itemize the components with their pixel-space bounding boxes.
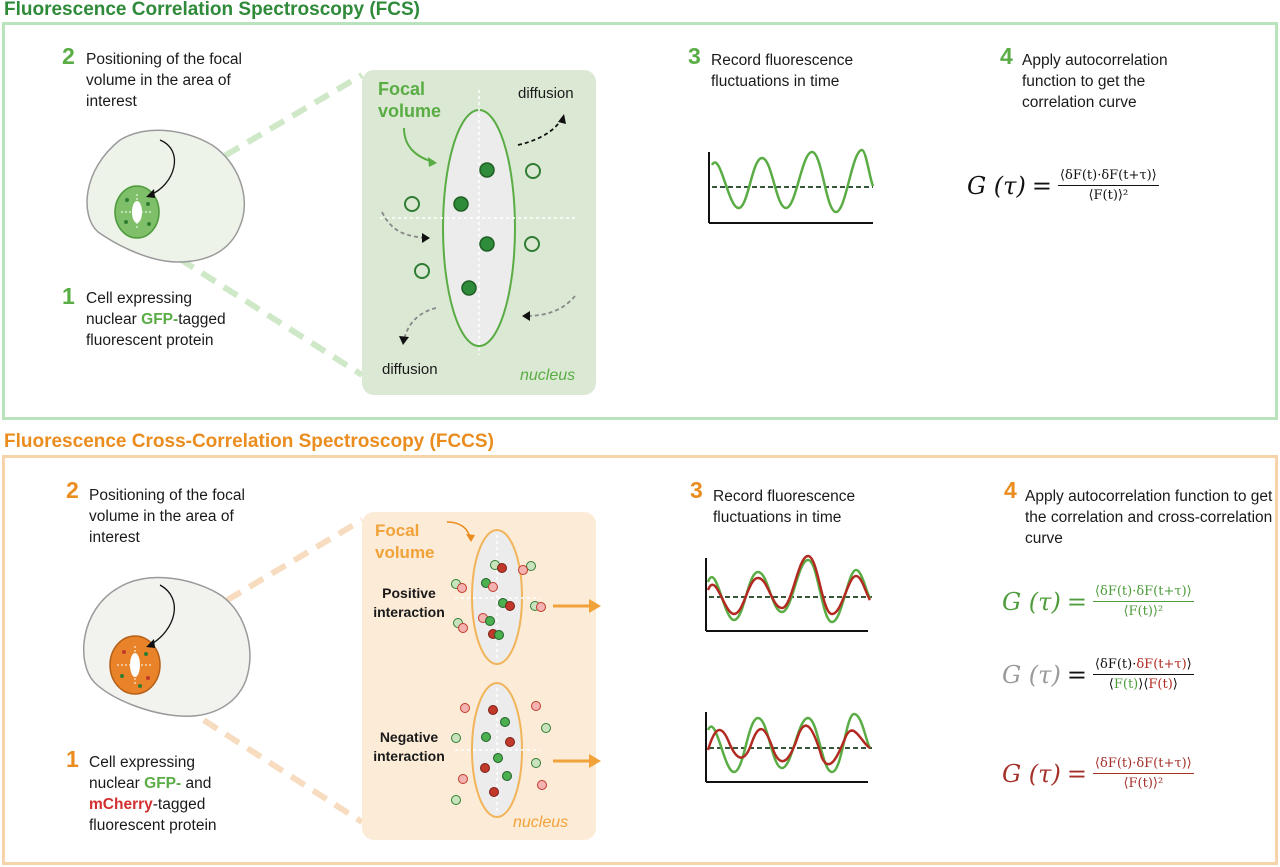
- fccs-step3-text: Record fluorescence fluctuations in time: [713, 488, 856, 526]
- fcs-autocorrelation-equation: G (τ) = ⟨δF(t)·δF(t+τ)⟩ ⟨F(t)⟩²: [967, 168, 1159, 204]
- fcs-step1-text: Cell expressing nuclear GFP-tagged fluor…: [86, 290, 226, 349]
- fccs-negative-green-trace: [706, 712, 872, 774]
- fcs-step1-number: 1: [62, 283, 75, 309]
- fcs-step3-number: 3: [688, 43, 701, 69]
- fccs-negative-molecules: [451, 701, 551, 805]
- fccs-negative-interaction-label: Negative interaction: [373, 729, 445, 764]
- fccs-positive-molecules: [451, 560, 546, 640]
- fcs-focal-volume-label: Focal volume: [378, 79, 442, 121]
- fcs-step2-text: Positioning of the focal volume in the a…: [86, 51, 242, 110]
- fcs-step4-number: 4: [1000, 43, 1013, 69]
- fccs-step4-number: 4: [1004, 477, 1017, 503]
- fcs-step2-number: 2: [62, 43, 75, 69]
- fccs-step2-number: 2: [66, 477, 79, 503]
- fcs-panel: [2, 22, 1278, 420]
- fcs-diffusion-top-label: diffusion: [518, 85, 574, 102]
- fccs-positive-trace-plot: [705, 554, 872, 632]
- fccs-cross-correlation-equation: G (τ) = ⟨δF(t)·δF(t+τ)⟩ ⟨F(t)⟩⟨F(t)⟩: [1002, 657, 1194, 693]
- fccs-panel: [2, 455, 1278, 865]
- fccs-nucleus-label: nucleus: [513, 814, 569, 831]
- fcs-step3-text: Record fluorescence fluctuations in time: [711, 52, 854, 90]
- fccs-step2-text: Positioning of the focal volume in the a…: [89, 487, 245, 546]
- fccs-negative-trace-plot: [705, 712, 872, 783]
- fccs-section-title: Fluorescence Cross-Correlation Spectrosc…: [4, 431, 494, 452]
- fcs-step4-text: Apply autocorrelation function to get th…: [1022, 52, 1168, 111]
- fccs-step4-text: Apply autocorrelation function to get th…: [1025, 488, 1273, 547]
- fcs-trace-plot: [708, 148, 875, 224]
- fcs-diffusion-bottom-label: diffusion: [382, 361, 438, 378]
- fccs-negative-red-trace: [706, 724, 871, 766]
- fccs-step1-number: 1: [66, 746, 79, 772]
- fccs-green-autocorrelation-equation: G (τ) = ⟨δF(t)·δF(t+τ)⟩ ⟨F(t)⟩²: [1002, 584, 1194, 620]
- fccs-step1-text: Cell expressing nuclear GFP- and mCherry…: [89, 754, 217, 834]
- fccs-positive-interaction-label: Positive interaction: [373, 585, 445, 620]
- fccs-red-autocorrelation-equation: G (τ) = ⟨δF(t)·δF(t+τ)⟩ ⟨F(t)⟩²: [1002, 756, 1194, 792]
- fcs-zoom-line-bottom: [156, 242, 364, 378]
- fccs-positive-red-trace: [706, 554, 872, 616]
- fccs-step3-number: 3: [690, 477, 703, 503]
- fcs-trace-line: [710, 148, 875, 214]
- fccs-cell: [83, 576, 251, 717]
- fccs-nucleus-box: [362, 512, 596, 840]
- fccs-focal-volume-label: Focal volume: [375, 521, 435, 562]
- fcs-section-title: Fluorescence Correlation Spectroscopy (F…: [4, 0, 420, 20]
- fcs-nucleus-label: nucleus: [520, 367, 576, 384]
